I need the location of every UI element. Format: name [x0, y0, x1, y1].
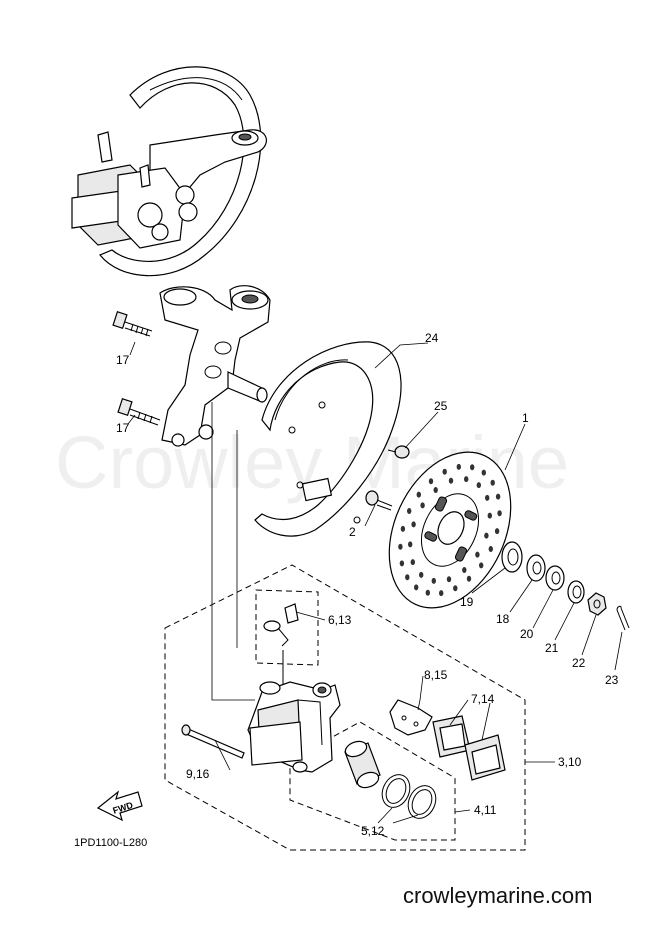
piston-4-11 [344, 740, 381, 789]
diagram-code: 1PD1100-L280 [74, 837, 147, 849]
spacer-20 [545, 565, 565, 591]
disc-hole [464, 476, 469, 483]
callout-22: 22 [572, 656, 586, 670]
disc-hole [420, 502, 425, 509]
callout-4-11: 4,11 [474, 803, 497, 817]
callout-6-13: 6,13 [328, 613, 352, 627]
disc-hole [462, 567, 467, 573]
callout-17-upper: 17 [116, 353, 130, 367]
disc-hole [456, 463, 461, 470]
castle-nut-22 [587, 592, 607, 616]
callout-17-lower: 17 [116, 421, 130, 435]
bolt-2 [365, 490, 393, 511]
disc-hole [475, 551, 480, 558]
disc-hole [494, 528, 500, 535]
disc-hole [439, 590, 444, 597]
callout-9-16: 9,16 [186, 767, 210, 781]
brake-pad-7-14-outer [464, 734, 506, 781]
callout-20: 20 [520, 627, 534, 641]
assembled-brake-view [71, 66, 267, 277]
washer-19 [501, 541, 523, 573]
disc-hole [481, 469, 486, 476]
pad-spring-8-15 [389, 699, 433, 736]
bolt-17-lower [117, 398, 161, 426]
callout-19: 19 [460, 595, 474, 609]
callout-3-10: 3,10 [558, 755, 582, 769]
disc-hole [466, 575, 472, 582]
disc-hole [431, 577, 436, 584]
disc-hole [405, 574, 410, 581]
callout-25: 25 [434, 399, 448, 413]
bolt-25 [387, 445, 410, 459]
disc-hole [398, 543, 403, 550]
site-url: crowleymarine.com [403, 883, 593, 908]
leader-lines [127, 341, 623, 824]
disc-hole [470, 464, 475, 471]
forward-direction-icon: FWD [96, 790, 143, 822]
callout-1: 1 [522, 411, 529, 425]
disc-hole [495, 493, 501, 500]
disc-hole [428, 478, 434, 485]
callout-labels: 24 25 1 2 17 17 19 18 20 21 22 23 6,13 8… [116, 331, 619, 838]
cotter-pin-23 [616, 605, 630, 631]
seal-5-12-b [407, 785, 437, 819]
callout-5-12: 5,12 [361, 824, 385, 838]
disc-hole [485, 494, 490, 501]
callout-8-15: 8,15 [424, 668, 448, 682]
bolt-17-upper [112, 311, 153, 337]
slide-pin-9-16 [181, 724, 245, 759]
disc-hole [407, 508, 412, 514]
caliper-body-3-10 [247, 681, 341, 773]
bleeder-6-13 [263, 603, 299, 685]
washer-21 [567, 580, 585, 604]
disc-hole [476, 482, 481, 489]
disc-hole [408, 541, 413, 548]
disc-hole [442, 468, 447, 475]
disc-hole [446, 576, 452, 583]
caliper-assembly-group [164, 402, 526, 851]
brake-pad-7-14-inner [432, 715, 471, 758]
disc-hole [448, 477, 454, 484]
disc-hole [433, 487, 438, 493]
disc-hole [487, 512, 492, 519]
disc-hole [414, 584, 419, 591]
disc-hole [411, 521, 416, 528]
disc-hole [497, 510, 502, 517]
callout-2: 2 [349, 525, 356, 539]
disc-hole [410, 559, 415, 566]
disc-hole [479, 562, 484, 569]
disc-hole [490, 479, 495, 486]
disc-hole [453, 585, 458, 592]
bearing-18 [526, 554, 546, 582]
callout-23: 23 [605, 673, 619, 687]
steering-knuckle [159, 285, 271, 447]
brake-disc-1 [388, 451, 512, 609]
disc-hole [484, 532, 489, 539]
disc-guard-24 [254, 341, 402, 537]
disc-hole [400, 525, 406, 532]
disc-hole [416, 491, 421, 498]
callout-7-14: 7,14 [471, 692, 495, 706]
callout-18: 18 [496, 612, 510, 626]
disc-hole [419, 571, 424, 578]
disc-hole [488, 546, 493, 552]
callout-24: 24 [425, 331, 439, 345]
callout-21: 21 [545, 641, 559, 655]
seal-5-12-a [381, 774, 411, 808]
disc-hole [399, 560, 405, 567]
disc-hole [425, 589, 430, 596]
